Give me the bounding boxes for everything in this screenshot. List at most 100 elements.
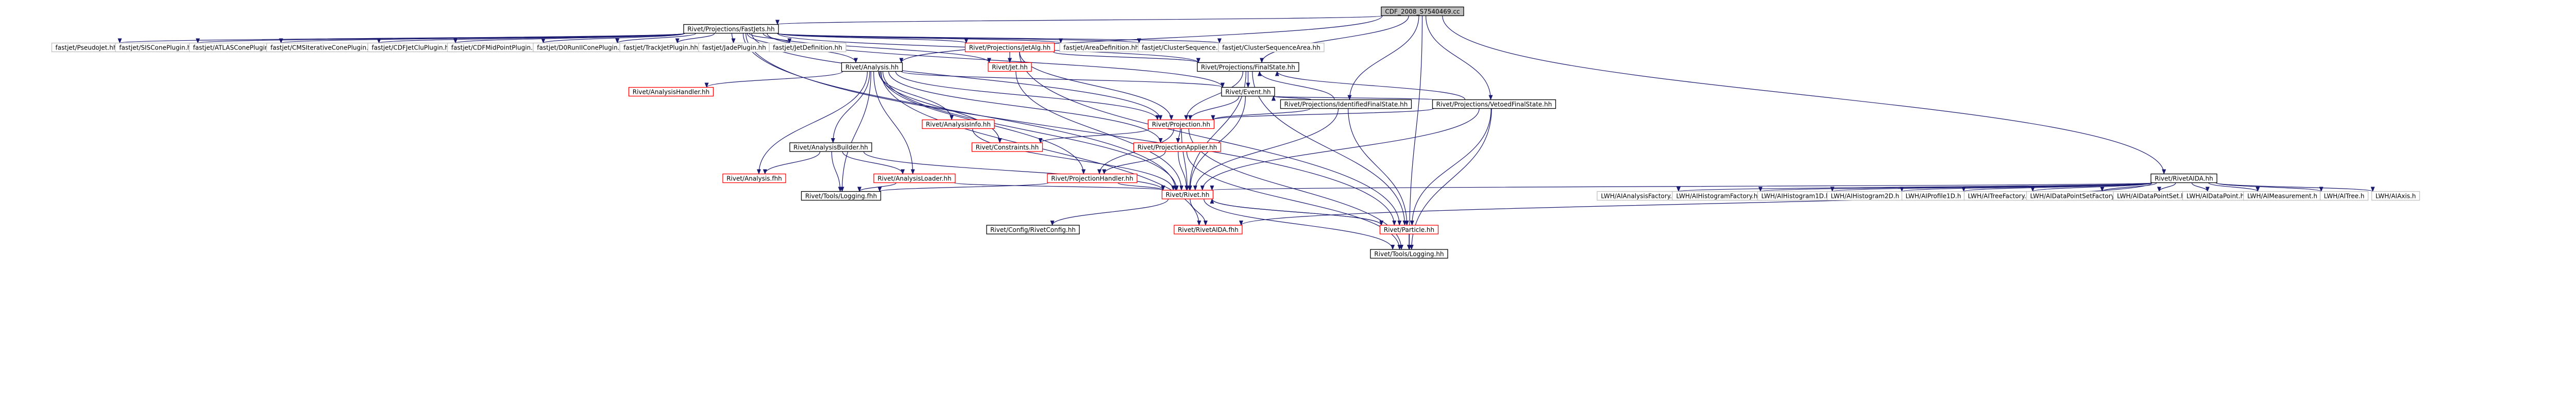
edge-line bbox=[1193, 108, 1339, 191]
edge-line bbox=[1409, 108, 1492, 250]
edge-vetofs-to-particle bbox=[1410, 108, 1492, 226]
edge-line bbox=[2157, 182, 2176, 192]
edge-line bbox=[777, 32, 1222, 44]
edge-line bbox=[762, 33, 991, 63]
node-label: Rivet/Event.hh bbox=[1225, 89, 1270, 96]
node-jade[interactable]: fastjet/JadePlugin.hh bbox=[698, 42, 770, 53]
node-itree[interactable]: LWH/AITree.h bbox=[2319, 191, 2369, 201]
node-finalstate[interactable]: Rivet/Projections/FinalState.hh bbox=[1197, 62, 1299, 72]
node-iprofile1d[interactable]: LWH/AIProfile1D.h bbox=[1901, 191, 1965, 201]
edge-line bbox=[1102, 151, 1166, 175]
node-areadef[interactable]: fastjet/AreaDefinition.hh bbox=[1059, 42, 1143, 53]
edge-analysis-to-analysishandler bbox=[704, 71, 843, 88]
node-analysishandler[interactable]: Rivet/AnalysisHandler.hh bbox=[628, 87, 714, 97]
edge-line bbox=[1188, 96, 1240, 121]
node-trackjet[interactable]: fastjet/TrackJetPlugin.hh bbox=[619, 42, 702, 53]
node-label: Rivet/Tools/Logging.hh bbox=[1374, 250, 1444, 258]
node-siscone[interactable]: fastjet/SISConePlugin.hh bbox=[115, 42, 199, 53]
node-idpset[interactable]: LWH/AIDataPointSet.h bbox=[2113, 191, 2189, 201]
node-cmsiter[interactable]: fastjet/CMSIterativeConePlugin.hh bbox=[266, 42, 381, 53]
node-clusterseqarea[interactable]: fastjet/ClusterSequenceArea.hh bbox=[1218, 42, 1325, 53]
node-clusterseq[interactable]: fastjet/ClusterSequence.hh bbox=[1138, 42, 1230, 53]
edge-rivetaida-to-rivethh bbox=[1211, 182, 2153, 191]
node-label: Rivet/RivetAIDA.fhh bbox=[1178, 226, 1239, 233]
node-projection[interactable]: Rivet/Projection.hh bbox=[1147, 119, 1215, 129]
node-imeasurement[interactable]: LWH/AIMeasurement.h bbox=[2243, 191, 2322, 201]
edge-rivethh-to-toolslogging bbox=[1204, 198, 1395, 250]
edge-line bbox=[954, 182, 1165, 191]
node-label: fastjet/ClusterSequence.hh bbox=[1142, 44, 1226, 52]
edge-fastjets-to-cdfmidpoint bbox=[541, 32, 685, 44]
edge-line bbox=[2100, 182, 2157, 192]
node-box bbox=[769, 42, 846, 53]
node-idpsfactory[interactable]: LWH/AIDataPointSetFactory.h bbox=[2026, 191, 2124, 201]
node-label: Rivet/AnalysisHandler.hh bbox=[633, 89, 710, 96]
node-ihistogram1d[interactable]: LWH/AIHistogram1D.h bbox=[1757, 191, 1834, 201]
node-box bbox=[628, 87, 714, 97]
node-constraints[interactable]: Rivet/Constraints.hh bbox=[971, 142, 1043, 152]
edge-line bbox=[1190, 198, 1208, 226]
node-rivetaida[interactable]: Rivet/RivetAIDA.hh bbox=[2150, 173, 2217, 183]
edge-fastjets-to-atlascone bbox=[279, 32, 685, 44]
node-analysis[interactable]: Rivet/Analysis.hh bbox=[841, 62, 903, 72]
node-fastjets[interactable]: Rivet/Projections/FastJets.hh bbox=[683, 24, 779, 34]
edge-analysis-to-rivethh bbox=[882, 71, 1179, 191]
edge-line bbox=[1347, 15, 1419, 100]
node-idfs[interactable]: Rivet/Projections/IdentifiedFinalState.h… bbox=[1280, 99, 1412, 109]
edge-projection-to-projapplier bbox=[1176, 128, 1181, 143]
edge-root-to-idfs bbox=[1347, 15, 1419, 100]
node-d0run[interactable]: fastjet/D0RunIIConePlugin.hh bbox=[533, 42, 632, 53]
edge-line bbox=[742, 33, 1178, 191]
edge-line bbox=[1178, 151, 1189, 191]
node-rivetanalysis-hh[interactable]: Rivet/Analysis.fhh bbox=[722, 173, 786, 183]
nodes-layer: CDF_2008_S7540469.ccRivet/Projections/Fa… bbox=[51, 6, 2420, 259]
node-pseudojet[interactable]: fastjet/PseudoJet.hh bbox=[51, 42, 122, 53]
node-cdfjetclu[interactable]: fastjet/CDFJetCluPlugin.hh bbox=[367, 42, 457, 53]
edge-analysisbuilder-to-rivethh bbox=[863, 151, 1165, 191]
edge-line bbox=[2191, 182, 2210, 192]
node-analysisbuilder[interactable]: Rivet/AnalysisBuilder.hh bbox=[789, 142, 872, 152]
edge-fastjets-to-cdfjetclu bbox=[453, 32, 685, 44]
edge-line bbox=[1038, 128, 1150, 143]
edge-rivetaida-to-idpoint bbox=[2191, 182, 2210, 192]
node-atlascone[interactable]: fastjet/ATLASConePlugin.hh bbox=[189, 42, 283, 53]
edge-rivethh-to-rivetaida-fhh bbox=[1190, 198, 1208, 226]
node-root[interactable]: CDF_2008_S7540469.cc bbox=[1381, 6, 1464, 16]
edge-analysisloader-to-rivethh bbox=[954, 182, 1165, 191]
node-label: fastjet/ClusterSequenceArea.hh bbox=[1222, 44, 1320, 52]
node-ihistogram2d[interactable]: LWH/AIHistogram2D.h bbox=[1826, 191, 1904, 201]
node-jetdef[interactable]: fastjet/JetDefinition.hh bbox=[769, 42, 846, 53]
node-analysisloader[interactable]: Rivet/AnalysisLoader.hh bbox=[873, 173, 956, 183]
node-vetofs[interactable]: Rivet/Projections/VetoedFinalState.hh bbox=[1432, 99, 1556, 109]
edge-line bbox=[863, 151, 1165, 191]
node-box bbox=[964, 42, 1055, 53]
node-event[interactable]: Rivet/Event.hh bbox=[1221, 87, 1275, 97]
node-idpoint[interactable]: LWH/AIDataPoint.h bbox=[2182, 191, 2249, 201]
node-box bbox=[1147, 119, 1215, 129]
node-analysisinfo[interactable]: Rivet/AnalysisInfo.hh bbox=[922, 119, 995, 129]
node-rivetjet[interactable]: Rivet/Jet.hh bbox=[988, 62, 1032, 72]
node-toolslogging-fhh[interactable]: Rivet/Tools/Logging.fhh bbox=[801, 191, 882, 201]
node-label: fastjet/D0RunIIConePlugin.hh bbox=[537, 44, 627, 52]
node-ianalysisfactory[interactable]: LWH/AIAnalysisFactory.h bbox=[1597, 191, 1680, 201]
edge-rivetaida-to-idpsfactory bbox=[2100, 182, 2157, 192]
node-rivetconfig[interactable]: Rivet/Config/RivetConfig.hh bbox=[986, 225, 1080, 234]
node-box bbox=[1218, 42, 1325, 53]
node-projjetalg[interactable]: Rivet/Projections/JetAlg.hh bbox=[964, 42, 1055, 53]
node-projapplier[interactable]: Rivet/ProjectionApplier.hh bbox=[1133, 142, 1222, 152]
edge-idfs-to-rivethh bbox=[1193, 108, 1339, 191]
node-ihistogramfactory[interactable]: LWH/AIHistogramFactory.h bbox=[1672, 191, 1762, 201]
edge-line bbox=[831, 71, 870, 143]
edge-root-to-rivetaida bbox=[1442, 15, 2166, 175]
node-projhandler[interactable]: Rivet/ProjectionHandler.hh bbox=[1047, 173, 1138, 183]
node-particle[interactable]: Rivet/Particle.hh bbox=[1379, 225, 1439, 234]
node-iaxis[interactable]: LWH/AIAxis.h bbox=[2371, 191, 2420, 201]
node-rivetaida-fhh[interactable]: Rivet/RivetAIDA.fhh bbox=[1174, 225, 1243, 234]
node-itreefactory[interactable]: LWH/AITreeFactory.h bbox=[1963, 191, 2035, 201]
node-rivethh[interactable]: Rivet/Rivet.hh bbox=[1161, 190, 1214, 199]
edge-line bbox=[731, 33, 736, 44]
edge-line bbox=[675, 32, 715, 44]
node-cdfmidpoint[interactable]: fastjet/CDFMidPointPlugin.hh bbox=[447, 42, 545, 53]
node-toolslogging[interactable]: Rivet/Tools/Logging.hh bbox=[1370, 249, 1448, 259]
